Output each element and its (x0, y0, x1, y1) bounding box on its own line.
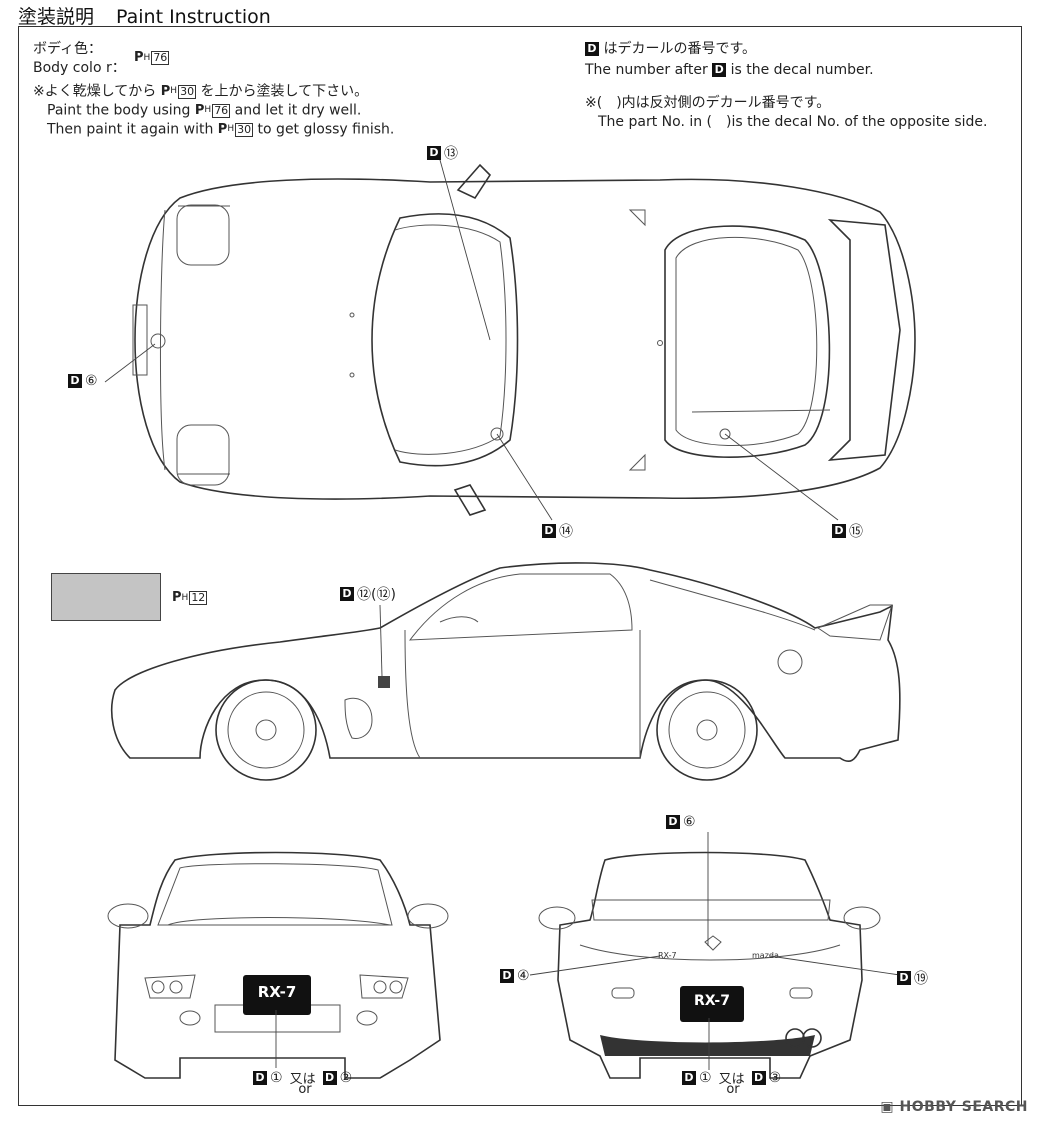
instr-en1-b: and let it dry well. (234, 102, 362, 119)
paint-sub: H (143, 52, 151, 63)
watermark-text: HOBBY SEARCH (899, 1099, 1028, 1115)
decal-number: ④ (517, 968, 530, 984)
decal-d-icon: D (68, 374, 82, 388)
instr-jp-a: ※よく乾燥してから (33, 83, 157, 100)
decal-d-icon: D (897, 971, 911, 985)
decal-number: ① (270, 1069, 283, 1086)
title-jp: 塗装説明 (18, 6, 95, 28)
rear-badge-mazda: mazda (752, 951, 779, 960)
or-en-front: or (298, 1082, 312, 1097)
decal-d-icon: D (666, 815, 680, 829)
decal-number: ⑫(⑫) (357, 587, 396, 603)
decal-d-icon: D (585, 42, 599, 56)
decal-note-1: D はデカールの番号です。 (585, 40, 756, 59)
front-plate-text: RX-7 (257, 983, 297, 1001)
decal-d-icon: D (500, 969, 514, 983)
header-divider (18, 26, 1022, 27)
decal-note1-en-b: is the decal number. (730, 62, 874, 78)
decal-number: ② (339, 1069, 353, 1086)
decal-number: ⑥ (683, 814, 696, 830)
body-color-label: ボディ色： Body colo r： (33, 40, 126, 78)
rear-plate-text: RX-7 (694, 993, 730, 1009)
decal-d-icon: D (322, 1070, 337, 1085)
decal-note-2-jp: ※( )内は反対側のデカール番号です。 (585, 95, 831, 111)
rear-badge-rx7: RX-7 (658, 951, 677, 960)
page-title: 塗装説明 Paint Instruction (18, 2, 271, 29)
instruction-frame (18, 26, 1022, 1106)
color-swatch (51, 573, 161, 621)
or-jp: 又は (289, 1072, 316, 1087)
decal-note1-en-a: The number after (585, 62, 708, 78)
decal-number: ⑭ (559, 524, 573, 540)
decal-d-icon: D (712, 63, 727, 77)
body-color-label-jp: ボディ色： (33, 41, 103, 57)
watermark: ▣ HOBBY SEARCH (880, 1099, 1028, 1115)
instr-en1-code-no: 76 (212, 103, 231, 118)
decal-d-icon: D (682, 1070, 696, 1085)
decal-d-icon: D (832, 524, 846, 538)
rear-view-drawing: RX-7 mazda (538, 851, 881, 1079)
leader-lines (104, 159, 901, 1070)
watermark-icon: ▣ (880, 1099, 900, 1115)
instr-jp-code-no: 30 (178, 84, 197, 99)
or-en-rear: or (726, 1082, 740, 1097)
decal-d-icon: D (542, 524, 556, 538)
decal-d-icon: D (253, 1070, 267, 1085)
side-view-drawing (110, 562, 901, 781)
or-jp: 又は (718, 1072, 745, 1087)
top-view-drawing (132, 163, 916, 516)
decal-d-icon: D (751, 1070, 766, 1085)
decal-number: ③ (768, 1069, 782, 1086)
instr-en1-a: Paint the body using (47, 102, 191, 119)
decal-number: ⑥ (85, 373, 98, 389)
instr-jp-b: を上から塗装して下さい。 (200, 83, 369, 100)
decal-note-2-en: The part No. in ( )is the decal No. of t… (598, 114, 988, 130)
front-view-drawing (107, 851, 449, 1079)
decal-number: ⑬ (444, 146, 458, 162)
decal-number: ⑮ (849, 524, 863, 540)
decal-number: ⑲ (914, 971, 928, 987)
decal-number: ① (699, 1069, 712, 1086)
decal-note-1-en: The number after D is the decal number. (585, 61, 874, 80)
instr-en2-code-no: 30 (235, 122, 254, 137)
decal-d-icon: D (340, 587, 354, 601)
decal-d-icon: D (427, 146, 441, 160)
instr-en2-a: Then paint it again with (47, 121, 214, 138)
paint-number: 76 (151, 50, 170, 65)
paint-prefix: P (134, 50, 144, 65)
title-en: Paint Instruction (116, 6, 271, 28)
swatch-paint-no: 12 (189, 590, 208, 605)
decal-note1-jp: はデカールの番号です。 (603, 41, 757, 57)
body-color-label-en: Body colo r： (33, 60, 126, 76)
instr-en2-b: to get glossy finish. (257, 121, 395, 138)
